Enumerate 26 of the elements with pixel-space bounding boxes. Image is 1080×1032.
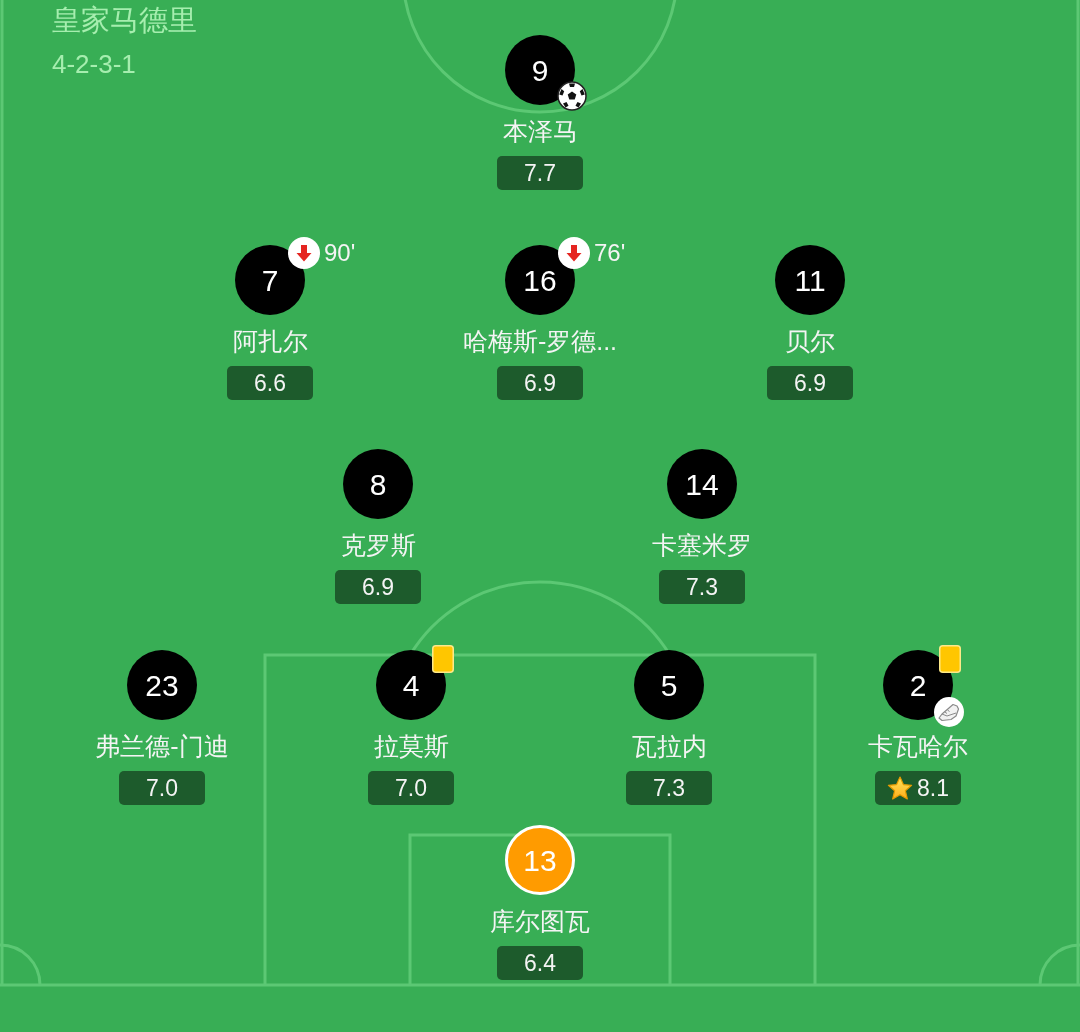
rating-value: 7.3 [686,573,718,601]
team-name: 皇家马德里 [52,3,197,38]
rating-value: 6.6 [254,369,286,397]
rating-value: 6.9 [524,369,556,397]
formation-label: 4-2-3-1 [52,48,136,80]
rating-value: 8.1 [917,774,949,802]
rating-value: 7.0 [146,774,178,802]
rating-value: 7.7 [524,159,556,187]
rating-value: 7.0 [395,774,427,802]
player-name: 瓦拉内 [631,731,707,761]
player-name: 克罗斯 [340,530,416,560]
player-name: 阿扎尔 [232,326,308,356]
player-name: 贝尔 [785,326,835,356]
player-name: 拉莫斯 [373,731,449,761]
substitution-minute: 90' [324,238,356,268]
player-name: 卡塞米罗 [652,530,752,560]
player-name: 哈梅斯-罗德... [462,326,618,356]
rating-value: 6.9 [794,369,826,397]
player-name: 库尔图瓦 [490,906,590,936]
player-name: 本泽马 [502,116,578,146]
rating-value: 6.4 [524,949,556,977]
rating-value: 6.9 [362,573,394,601]
rating-value: 7.3 [653,774,685,802]
player-name: 卡瓦哈尔 [868,731,968,761]
player-name: 弗兰德-门迪 [95,731,229,761]
substitution-minute: 76' [594,238,626,268]
